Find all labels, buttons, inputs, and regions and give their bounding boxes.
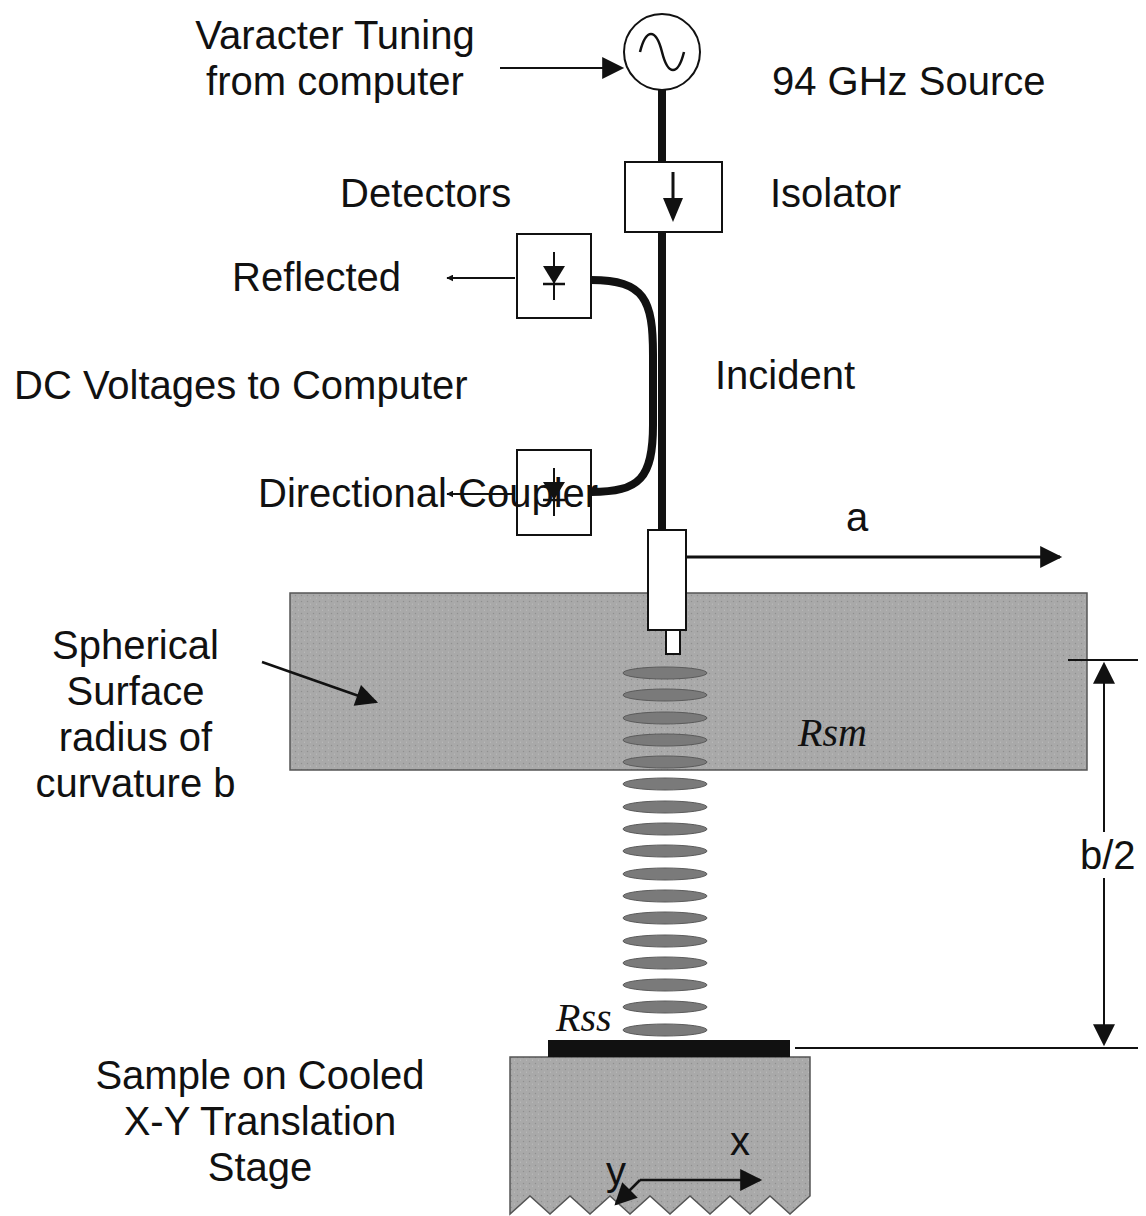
coupler-arm <box>591 280 653 492</box>
beam-ellipse <box>623 1024 707 1036</box>
annotation: Varacter Tuning from computer <box>165 12 505 104</box>
beam-ellipse <box>623 689 707 701</box>
radius-arrow <box>686 556 1060 559</box>
beam-ellipse <box>623 667 707 679</box>
beam-ellipse <box>623 823 707 835</box>
translation-stage <box>510 1057 810 1214</box>
leader-arrow <box>262 662 376 702</box>
beam-pattern <box>623 667 707 1036</box>
component-label: Incident <box>715 352 855 398</box>
isolator-arrowhead <box>663 198 683 222</box>
dimension-tick <box>1068 659 1138 661</box>
beam-ellipse <box>623 712 707 724</box>
beam-ellipse <box>623 979 707 991</box>
source-symbol <box>624 14 700 90</box>
component-label: 94 GHz Source <box>772 58 1045 104</box>
dimension-tick <box>795 1047 1138 1049</box>
component-label: Isolator <box>770 170 901 216</box>
beam-ellipse <box>623 868 707 880</box>
signal-label: Directional Coupler <box>258 470 598 516</box>
tuning-arrow <box>500 67 622 69</box>
resistance-label: Rss <box>556 994 612 1041</box>
mirror-node: Rsm <box>290 593 1087 770</box>
beam-ellipse <box>623 957 707 969</box>
x-axis <box>640 1179 760 1182</box>
resistance-label: Rsm <box>798 709 867 756</box>
component-label: Detectors <box>340 170 511 216</box>
component-label: Spherical Surface radius of curvature b <box>8 622 263 806</box>
beam-ellipse <box>623 935 707 947</box>
waveguide <box>658 90 666 162</box>
dimension-label: b/2 <box>1078 832 1138 878</box>
isolator-box <box>625 162 722 232</box>
beam-ellipse <box>623 778 707 790</box>
mirror-band <box>290 593 1087 770</box>
component-label: Sample on Cooled X-Y Translation Stage <box>95 1052 425 1190</box>
probe-tip <box>666 630 680 654</box>
beam-ellipse <box>623 890 707 902</box>
beam-ellipse <box>623 801 707 813</box>
beam-ellipse <box>623 1001 707 1013</box>
sine-wave <box>640 34 684 70</box>
signal-label: Reflected <box>232 254 401 300</box>
waveguide <box>658 232 666 530</box>
beam-ellipse <box>623 756 707 768</box>
dimension-label: a <box>846 494 868 540</box>
sample <box>548 1040 790 1057</box>
beam-ellipse <box>623 845 707 857</box>
beam-ellipse <box>623 912 707 924</box>
reflected-detector <box>517 234 591 318</box>
axis-label: x <box>730 1118 750 1164</box>
axis-label: y <box>606 1148 626 1194</box>
beam-ellipse <box>623 734 707 746</box>
output-arrow <box>447 277 515 279</box>
annotation: DC Voltages to Computer <box>14 362 468 408</box>
probe-body <box>648 530 686 630</box>
